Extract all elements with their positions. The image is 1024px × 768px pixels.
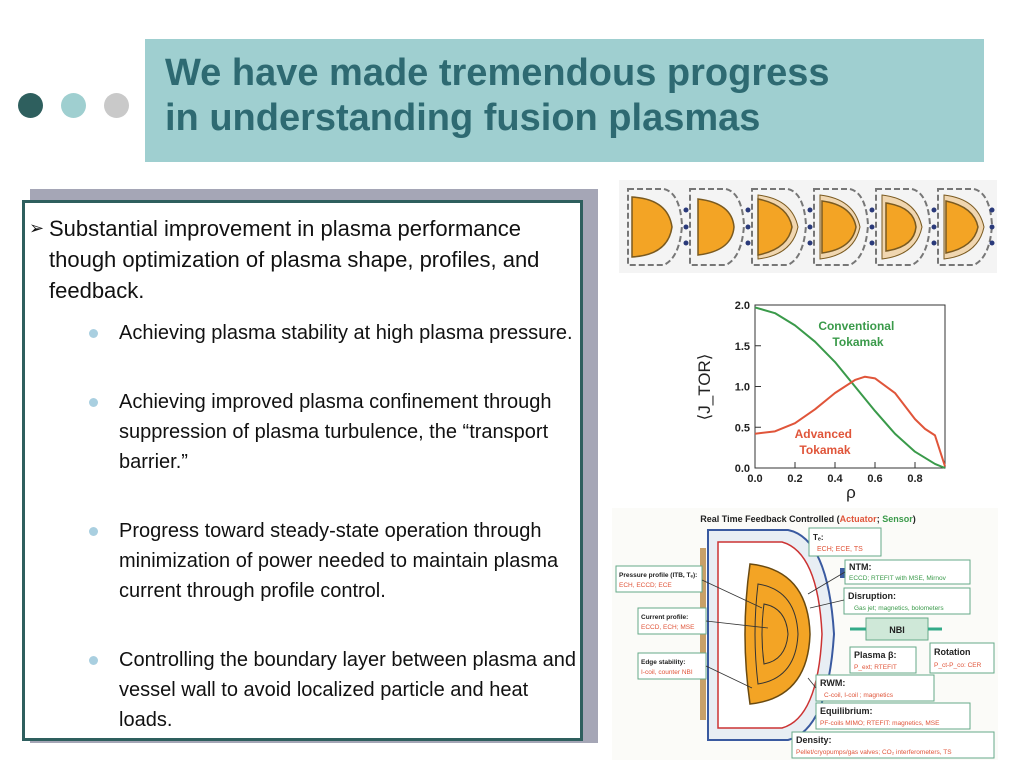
legend-advanced-line1: Advanced [795, 427, 852, 441]
title-line-1: We have made tremendous progress [165, 52, 830, 94]
beta-label: Plasma β: [854, 650, 897, 660]
plot-frame [754, 304, 946, 469]
rwm-box: RWM: C-coil, I-coil ; magnetics [815, 674, 935, 702]
sub-bullet-2: Achieving improved plasma confinement th… [89, 387, 581, 477]
density-items: Pellet/cryopumps/gas valves; CO₂ interfe… [796, 749, 952, 756]
diagram-title-prefix: Real Time Feedback Controlled ( [700, 514, 839, 524]
plasma-beta-box: Plasma β: P_ext; RTEFIT [849, 646, 917, 674]
equilibrium-label: Equilibrium: [820, 706, 873, 716]
equilibrium-box: Equilibrium: PF-coils MIMO; RTEFIT: magn… [815, 702, 971, 730]
x-tick-label: 0.0 [747, 473, 762, 485]
bullet-dot-icon [89, 656, 98, 665]
density-label: Density: [796, 735, 832, 745]
rotation-label: Rotation [934, 647, 971, 657]
legend-conventional: Conventional Tokamak [818, 319, 897, 349]
main-bullet: ➢ Substantial improvement in plasma perf… [29, 213, 549, 306]
dot-teal [61, 93, 86, 118]
slide-title: We have made tremendous progress in unde… [165, 51, 830, 141]
te-box: Tₑ: ECH; ECE, TS [808, 527, 882, 557]
edge-items: I-coil, counter NBI [641, 669, 693, 676]
pressure-items: ECH, ECCD; ECE [619, 582, 672, 589]
rwm-items: C-coil, I-coil ; magnetics [824, 692, 894, 699]
x-tick-label: 0.2 [787, 473, 802, 485]
ntm-items: ECCD; RTEFIT with MSE, Mirnov [849, 575, 947, 582]
x-tick-label: 0.8 [907, 473, 922, 485]
diagram-title-suffix: ) [913, 514, 916, 524]
beta-items: P_ext; RTEFIT [854, 664, 897, 671]
sub-bullet-1: Achieving plasma stability at high plasm… [89, 318, 581, 348]
plasma-shape-4 [813, 188, 875, 266]
sub-bullet-3: Progress toward steady-state operation t… [89, 516, 581, 606]
current-label: Current profile: [641, 614, 688, 621]
plasma-shape-2 [689, 188, 751, 266]
sub-bullet-text: Controlling the boundary layer between p… [119, 649, 576, 731]
arrow-bullet-icon: ➢ [29, 218, 45, 238]
legend-advanced-line2: Tokamak [799, 443, 850, 457]
y-tick-label: 2.0 [735, 300, 750, 312]
ntm-label: NTM: [849, 562, 872, 572]
sub-bullet-text: Achieving improved plasma confinement th… [119, 391, 552, 473]
pressure-label: Pressure profile (ITB, Tₑ): [619, 572, 697, 579]
disruption-box: Disruption: Gas jet; magnetics, bolomete… [843, 587, 971, 615]
diagram-title-sensor: Sensor [882, 514, 913, 524]
x-axis-label: ρ [846, 483, 856, 502]
edge-label: Edge stability: [641, 659, 685, 666]
title-box: We have made tremendous progress in unde… [145, 39, 984, 162]
feedback-control-diagram: Real Time Feedback Controlled (Actuator;… [612, 508, 998, 760]
diagram-title-actuator: Actuator [840, 514, 877, 524]
sub-bullet-4: Controlling the boundary layer between p… [89, 645, 581, 735]
plasma-shape-5 [875, 188, 937, 266]
current-items: ECCD, ECH; MSE [641, 624, 695, 631]
rotation-box: Rotation P_ct-P_co: CER [929, 642, 995, 674]
plasma-shape-1 [627, 188, 689, 266]
sub-bullet-text: Progress toward steady-state operation t… [119, 520, 559, 602]
bullet-dot-icon [89, 527, 98, 536]
legend-advanced: Advanced Tokamak [795, 427, 856, 457]
diagram-title: Real Time Feedback Controlled (Actuator;… [700, 514, 915, 524]
legend-conventional-line2: Tokamak [832, 335, 883, 349]
te-label: Tₑ: [813, 533, 824, 542]
series-line-advanced [754, 375, 946, 467]
nbi-label: NBI [889, 625, 905, 635]
equilibrium-items: PF-coils MIMO; RTEFIT: magnetics, MSE [820, 720, 940, 727]
bullet-dot-icon [89, 398, 98, 407]
edge-stability-box: Edge stability: I-coil, counter NBI [637, 652, 707, 680]
y-tick-label: 0.5 [735, 422, 750, 434]
density-box: Density: Pellet/cryopumps/gas valves; CO… [791, 731, 995, 759]
y-tick-label: 0.0 [735, 463, 750, 475]
disruption-label: Disruption: [848, 591, 896, 601]
rotation-items: P_ct-P_co: CER [934, 662, 982, 669]
pressure-profile-box: Pressure profile (ITB, Tₑ): ECH, ECCD; E… [615, 565, 703, 593]
nbi-box: NBI [850, 617, 942, 641]
main-bullet-text: Substantial improvement in plasma perfor… [49, 216, 540, 303]
x-tick-label: 0.4 [827, 473, 843, 485]
series-line-conventional [754, 306, 946, 469]
dot-dark [18, 93, 43, 118]
diagram-title-sep: ; [877, 514, 883, 524]
ntm-box: NTM: ECCD; RTEFIT with MSE, Mirnov [844, 559, 971, 585]
plasma-shapes-strip [619, 180, 997, 273]
jtor-chart: 0.0 0.5 1.0 1.5 2.0 0.0 0.2 0.4 0.6 0.8 ⟨J_TOR⟩ ρ… [680, 295, 955, 502]
bullet-dot-icon [89, 329, 98, 338]
diagram-connectors [701, 571, 846, 689]
y-tick-label: 1.0 [735, 382, 750, 394]
y-axis-label: ⟨J_TOR⟩ [695, 354, 714, 421]
rwm-label: RWM: [820, 678, 845, 688]
current-profile-box: Current profile: ECCD, ECH; MSE [637, 607, 707, 635]
disruption-items: Gas jet; magnetics, bolometers [854, 605, 944, 612]
sub-bullet-text: Achieving plasma stability at high plasm… [119, 322, 573, 344]
dot-grey [104, 93, 129, 118]
y-tick-label: 1.5 [735, 341, 750, 353]
content-box: ➢ Substantial improvement in plasma perf… [22, 200, 583, 741]
title-line-2: in understanding fusion plasmas [165, 97, 761, 139]
legend-conventional-line1: Conventional [818, 319, 894, 333]
x-tick-label: 0.6 [867, 473, 882, 485]
plasma-shape-3 [751, 188, 813, 266]
plasma-shape-6 [937, 188, 995, 266]
te-items: ECH; ECE, TS [817, 546, 863, 553]
